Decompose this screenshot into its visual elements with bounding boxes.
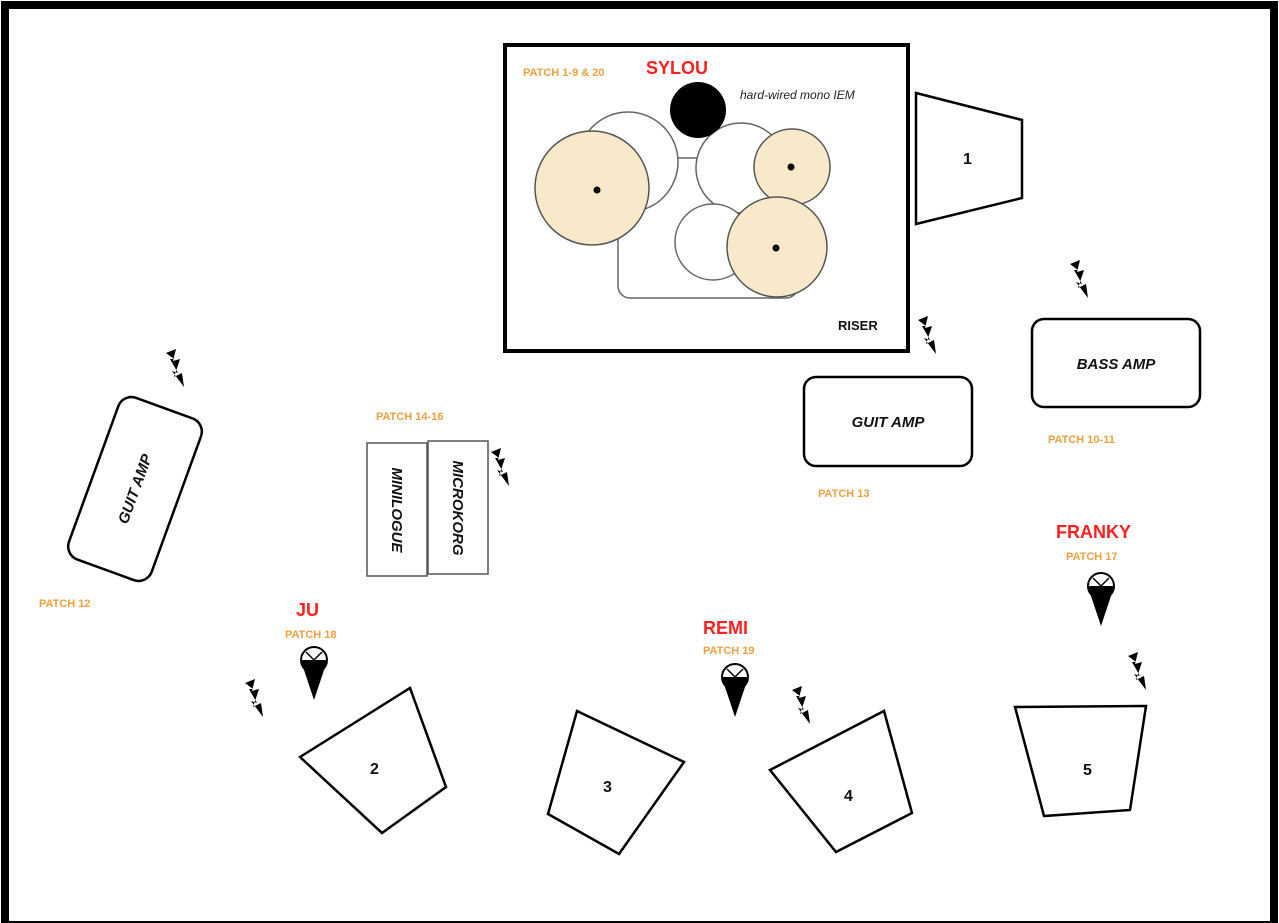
bass-amp-patch: PATCH 10-11 bbox=[1048, 434, 1115, 446]
bass-amp-label: BASS AMP bbox=[1077, 356, 1157, 373]
wedge-1-number: 1 bbox=[963, 151, 972, 168]
minilogue-box bbox=[366, 442, 428, 577]
power-icon bbox=[918, 316, 936, 354]
power-icon bbox=[792, 686, 810, 724]
microphone-icon bbox=[1087, 572, 1115, 627]
guitar-amp-right-label: GUIT AMP bbox=[852, 414, 926, 431]
musician-remi: REMI PATCH 19 bbox=[703, 618, 810, 724]
guitar-amp-right-patch: PATCH 13 bbox=[818, 488, 870, 500]
microphone-icon bbox=[721, 663, 749, 718]
remi-patch: PATCH 19 bbox=[703, 645, 755, 657]
riser-musician-name: SYLOU bbox=[646, 58, 708, 78]
musician-ju: JU PATCH 18 bbox=[245, 600, 337, 717]
wedge-5: 5 bbox=[1013, 704, 1148, 818]
microphone-icon bbox=[300, 646, 328, 701]
franky-patch: PATCH 17 bbox=[1066, 551, 1118, 563]
drum-kit-icon bbox=[534, 82, 831, 299]
drum-throne bbox=[670, 82, 726, 138]
bass-amp: BASS AMP PATCH 10-11 bbox=[1030, 260, 1202, 446]
wedge-4-number: 4 bbox=[844, 788, 853, 805]
wedge-4: 4 bbox=[768, 709, 914, 854]
wedge-5-number: 5 bbox=[1083, 762, 1092, 779]
power-icon bbox=[166, 349, 184, 387]
power-icon bbox=[245, 679, 263, 717]
keyboards: PATCH 14-16 MINILOGUE MICROKORG bbox=[366, 411, 509, 577]
franky-name: FRANKY bbox=[1056, 522, 1131, 542]
ju-patch: PATCH 18 bbox=[285, 629, 337, 641]
riser-iem-note: hard-wired mono IEM bbox=[740, 88, 855, 102]
musician-franky: FRANKY PATCH 17 bbox=[1056, 522, 1146, 690]
wedge-2-number: 2 bbox=[370, 761, 379, 778]
riser-label: RISER bbox=[838, 318, 878, 333]
wedge-3-number: 3 bbox=[603, 779, 612, 796]
microkorg-box bbox=[427, 440, 489, 575]
wedge-1: 1 bbox=[914, 91, 1024, 226]
wedge-2: 2 bbox=[297, 686, 448, 835]
ju-name: JU bbox=[296, 600, 319, 620]
power-icon bbox=[1070, 260, 1088, 298]
guitar-amp-right: GUIT AMP PATCH 13 bbox=[802, 316, 974, 500]
riser: PATCH 1-9 & 20 SYLOU hard-wired mono IEM… bbox=[503, 43, 910, 353]
guitar-amp-left-patch: PATCH 12 bbox=[39, 598, 91, 610]
minilogue-label: MINILOGUE bbox=[388, 468, 405, 554]
microkorg-label: MICROKORG bbox=[449, 461, 466, 556]
power-icon bbox=[491, 448, 509, 486]
cymbal-right-bottom-center bbox=[772, 244, 780, 252]
remi-name: REMI bbox=[703, 618, 748, 638]
riser-patch-label: PATCH 1-9 & 20 bbox=[523, 67, 605, 79]
guitar-amp-left: GUIT AMP PATCH 12 bbox=[39, 349, 204, 610]
cymbal-right-top-center bbox=[787, 163, 795, 171]
cymbal-left-center bbox=[593, 186, 601, 194]
cymbal-left bbox=[534, 130, 650, 246]
keyboards-patch: PATCH 14-16 bbox=[376, 411, 443, 423]
power-icon bbox=[1128, 652, 1146, 690]
wedge-3: 3 bbox=[546, 709, 686, 856]
